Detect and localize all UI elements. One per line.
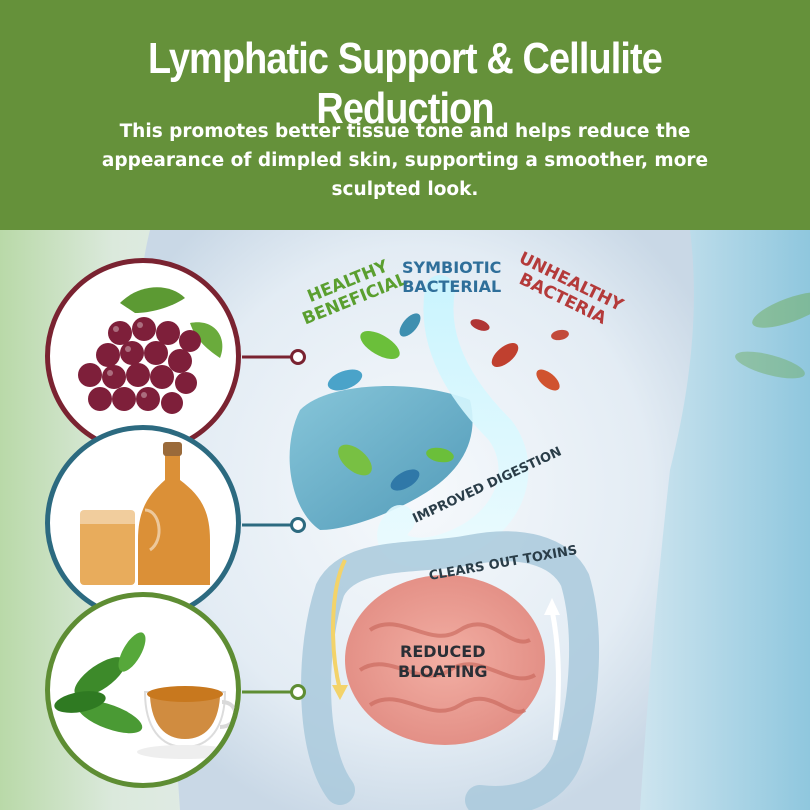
label-symbiotic-bacterial: SYMBIOTIC BACTERIAL	[402, 258, 501, 296]
unhealthy-bacteria-icon	[470, 319, 569, 391]
grapes-circle	[45, 258, 241, 454]
apple-cider-vinegar-circle	[45, 425, 241, 621]
healthy-bacteria-icon	[327, 313, 454, 491]
torso-illustration	[139, 230, 810, 810]
page-title: Lymphatic Support & Cellulite Reduction	[148, 34, 663, 133]
connector-dot	[290, 684, 306, 700]
header-banner: Lymphatic Support & Cellulite Reduction …	[0, 0, 810, 230]
grapes-icon	[78, 287, 223, 414]
vinegar-bottle-icon	[80, 442, 210, 585]
label-bloating-line1: REDUCED	[400, 642, 486, 661]
green-tea-circle	[45, 592, 241, 788]
connector-dot	[290, 517, 306, 533]
label-symbiotic-line2: BACTERIAL	[402, 277, 502, 296]
page-subtitle: This promotes better tissue tone and hel…	[101, 121, 709, 200]
connector-dot	[290, 349, 306, 365]
label-reduced-bloating: REDUCED BLOATING	[398, 642, 488, 682]
label-bloating-line2: BLOATING	[398, 662, 488, 681]
tea-cup-icon	[54, 632, 236, 759]
label-symbiotic-line1: SYMBIOTIC	[402, 258, 502, 277]
